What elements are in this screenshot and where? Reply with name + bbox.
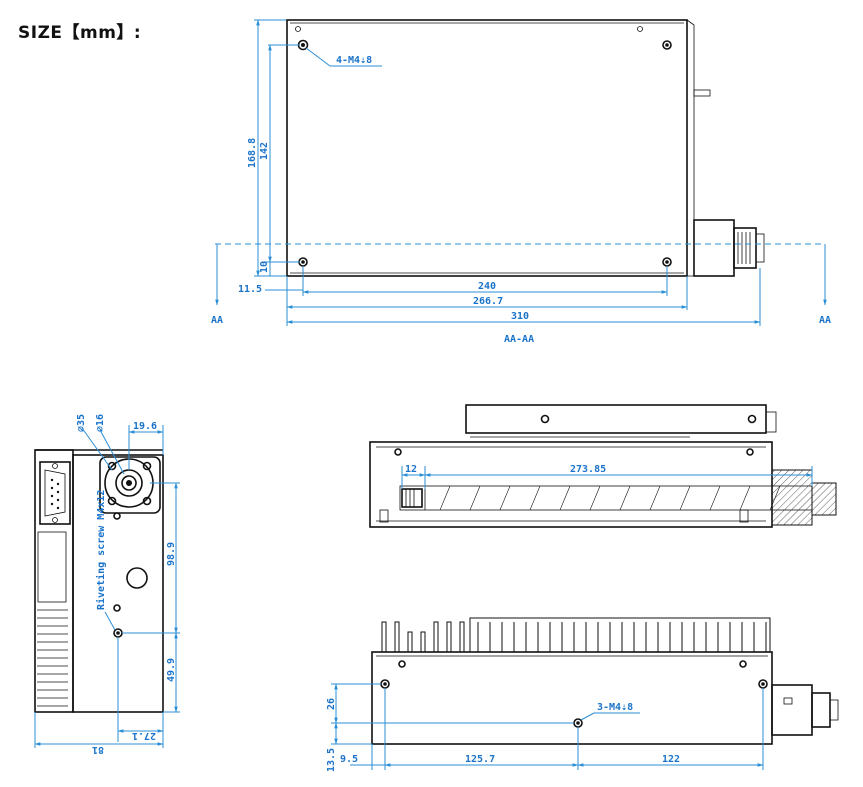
dim-dia-outer: ⌀35 [76,414,87,432]
side-post [693,89,711,97]
hatched-flange [771,469,813,526]
dim-overall-width: 310 [511,311,529,322]
dim-hole-span: 240 [478,281,496,292]
mounting-hole [662,257,672,267]
dim-side-left: 9.5 [340,754,358,765]
round-port [126,567,148,589]
db-connector [39,461,71,525]
dim-body-width: 266.7 [473,296,503,307]
top-view: 4-M4⇣8 AA AA 168.8 142 10 11.5 240 266.7… [211,19,831,345]
dim-offset-right: 19.6 [133,421,157,432]
section-mark-left: AA [211,315,223,326]
side-view: 3-M4⇣8 26 13.5 9.5 125.7 122 [326,617,839,772]
dim-side-span-left: 125.7 [465,754,495,765]
side-hole [758,679,768,689]
section-view: 12 273.85 [369,404,837,528]
dim-left-offset: 11.5 [238,284,262,295]
hole-callout-top: 4-M4⇣8 [336,55,372,66]
section-body [369,441,773,528]
top-rail [465,404,767,434]
top-plate-outline [286,19,688,277]
connector-right [693,219,765,277]
dim-height-lower: 49.9 [166,658,177,682]
mounting-hole [298,257,308,267]
rivet-note: Riveting screw M4x12 [95,490,107,610]
hole-callout-side: 3-M4⇣8 [597,702,633,713]
dim-overall-depth: 81 [92,744,104,755]
dim-section-long: 273.85 [570,464,606,475]
end-view: Riveting screw M4x12 ⌀35 ⌀16 19.6 98.9 4… [34,414,180,755]
dim-offset-hole: 27.1 [132,730,156,741]
dim-bottom-offset: 10 [259,261,270,273]
mounting-hole [662,40,672,50]
dim-side-bottom: 13.5 [326,748,337,772]
section-mark-right: AA [819,315,831,326]
size-heading: SIZE【mm】: [18,23,142,43]
dim-height-total: 168.8 [247,138,258,168]
dim-side-height-hole: 26 [326,698,337,710]
side-hole [573,718,583,728]
side-fins [381,617,771,653]
top-plate-edge [686,19,695,277]
dim-height-holes: 142 [259,142,270,160]
side-connector [771,684,839,736]
rivet-hole [113,628,123,638]
heat-sink-fins [37,609,68,707]
side-hole [380,679,390,689]
side-body [371,651,773,745]
dim-side-span-right: 122 [662,754,680,765]
section-label: AA-AA [504,334,534,345]
dim-section-short: 12 [405,464,417,475]
dim-dia-inner: ⌀16 [95,414,106,432]
dim-height-upper: 98.9 [166,542,177,566]
fiber-tube [399,485,813,511]
